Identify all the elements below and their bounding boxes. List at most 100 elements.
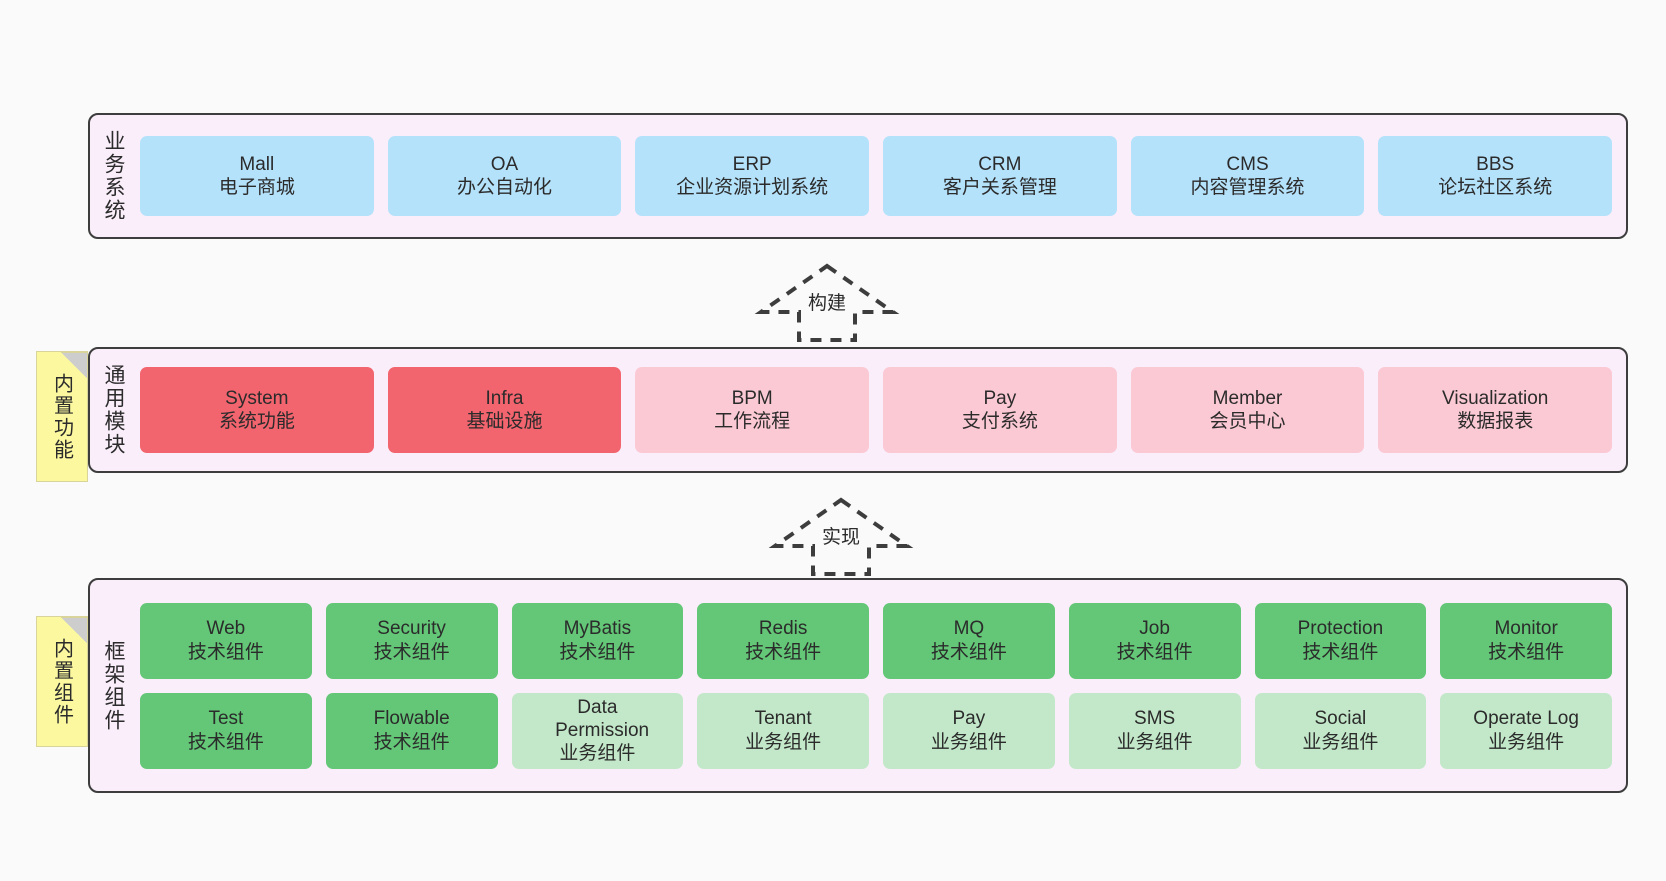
sticky-note-label: 内置功能 — [50, 372, 73, 461]
node-label-cn: 技术组件 — [745, 641, 822, 663]
node-label-cn: 会员中心 — [1209, 411, 1286, 432]
node-row: Test 技术组件 Flowable 技术组件 Data Permission … — [140, 692, 1612, 769]
node-label-en: Member — [1212, 387, 1283, 409]
node-label-en: SMS — [1134, 708, 1176, 730]
node-label-cn: 技术组件 — [559, 641, 636, 663]
node-test[interactable]: Test 技术组件 — [140, 692, 312, 769]
node-label-en: Monitor — [1494, 618, 1558, 640]
layer-business-system: 业务系统 Mall 电子商城 OA 办公自动化 ERP 企业资源计划系统 CRM… — [88, 113, 1628, 239]
node-protection[interactable]: Protection 技术组件 — [1254, 602, 1427, 679]
node-label-en: CMS — [1226, 153, 1269, 175]
node-label-cn: 客户关系管理 — [942, 177, 1057, 198]
node-label-en: System — [225, 387, 289, 409]
node-label-cn: 支付系统 — [961, 411, 1038, 432]
node-redis[interactable]: Redis 技术组件 — [697, 602, 869, 679]
node-data-permission[interactable]: Data Permission 业务组件 — [511, 692, 684, 769]
node-label-cn: 业务组件 — [930, 731, 1007, 753]
node-infra[interactable]: Infra 基础设施 — [387, 367, 622, 453]
node-bpm[interactable]: BPM 工作流程 — [635, 367, 870, 453]
node-label-cn: 业务组件 — [559, 743, 636, 765]
arrow-shape-icon — [768, 497, 914, 576]
node-label-cn: 业务组件 — [745, 731, 822, 753]
node-mall[interactable]: Mall 电子商城 — [140, 136, 374, 216]
node-label-en: Data Permission — [555, 696, 650, 741]
node-job[interactable]: Job 技术组件 — [1068, 602, 1241, 679]
node-bbs[interactable]: BBS 论坛社区系统 — [1378, 136, 1613, 216]
node-row: Mall 电子商城 OA 办公自动化 ERP 企业资源计划系统 CRM 客户关系… — [140, 136, 1613, 216]
node-system[interactable]: System 系统功能 — [140, 367, 374, 453]
sticky-note-builtin-function[interactable]: 内置功能 — [36, 351, 88, 482]
node-label-en: MyBatis — [563, 618, 632, 640]
node-mybatis[interactable]: MyBatis 技术组件 — [511, 602, 684, 679]
node-label-en: Protection — [1297, 618, 1384, 640]
node-label-en: CRM — [978, 153, 1022, 175]
node-label-en: BBS — [1476, 153, 1515, 175]
layer-body-common-module: System 系统功能 Infra 基础设施 BPM 工作流程 Pay 支付系统… — [136, 349, 1626, 471]
node-crm[interactable]: CRM 客户关系管理 — [883, 136, 1117, 216]
node-label-cn: 业务组件 — [1302, 731, 1379, 753]
node-label-en: Visualization — [1442, 387, 1549, 409]
node-label-en: Pay — [983, 387, 1017, 409]
node-label-en: Job — [1139, 618, 1170, 640]
node-label-cn: 论坛社区系统 — [1438, 177, 1553, 198]
node-label-cn: 技术组件 — [187, 731, 264, 753]
node-label-cn: 技术组件 — [373, 641, 450, 663]
node-label-cn: 工作流程 — [714, 411, 791, 432]
page-fold-icon — [61, 352, 87, 378]
node-label-en: Pay — [952, 708, 986, 730]
node-label-cn: 技术组件 — [187, 641, 264, 663]
node-label-en: MQ — [953, 618, 985, 640]
node-visualization[interactable]: Visualization 数据报表 — [1378, 367, 1613, 453]
node-label-cn: 业务组件 — [1116, 731, 1193, 753]
node-security[interactable]: Security 技术组件 — [325, 602, 498, 679]
sticky-note-builtin-component[interactable]: 内置组件 — [36, 616, 88, 747]
node-label-en: Test — [208, 708, 244, 730]
arrow-build: 构建 — [754, 262, 900, 342]
node-label-en: Web — [206, 618, 246, 640]
node-label-en: Social — [1314, 708, 1367, 730]
node-row: Web 技术组件 Security 技术组件 MyBatis 技术组件 Redi… — [140, 602, 1612, 679]
node-label-cn: 业务组件 — [1488, 731, 1565, 753]
node-label-cn: 基础设施 — [466, 411, 543, 432]
node-label-en: Tenant — [754, 708, 812, 730]
node-member[interactable]: Member 会员中心 — [1130, 367, 1365, 453]
node-flowable[interactable]: Flowable 技术组件 — [325, 692, 498, 769]
node-oa[interactable]: OA 办公自动化 — [387, 136, 622, 216]
node-label-en: ERP — [732, 153, 772, 175]
layer-common-module: 通用模块 System 系统功能 Infra 基础设施 BPM 工作流程 Pay… — [88, 347, 1628, 473]
node-label-cn: 内容管理系统 — [1190, 177, 1305, 198]
node-web[interactable]: Web 技术组件 — [140, 602, 312, 679]
node-row: System 系统功能 Infra 基础设施 BPM 工作流程 Pay 支付系统… — [140, 367, 1613, 453]
node-monitor[interactable]: Monitor 技术组件 — [1440, 602, 1612, 679]
node-tenant[interactable]: Tenant 业务组件 — [697, 692, 869, 769]
node-label-en: Redis — [758, 618, 808, 640]
layer-title-business-system: 业务系统 — [102, 130, 126, 222]
node-operate-log[interactable]: Operate Log 业务组件 — [1440, 692, 1612, 769]
node-label-en: Operate Log — [1473, 708, 1579, 730]
node-pay-module[interactable]: Pay 支付系统 — [883, 367, 1117, 453]
node-label-cn: 数据报表 — [1457, 411, 1534, 432]
node-sms[interactable]: SMS 业务组件 — [1068, 692, 1241, 769]
node-label-en: OA — [490, 153, 519, 175]
sticky-note-label: 内置组件 — [50, 637, 73, 726]
layer-title-common-module: 通用模块 — [102, 364, 126, 456]
node-mq[interactable]: MQ 技术组件 — [883, 602, 1055, 679]
node-pay-component[interactable]: Pay 业务组件 — [883, 692, 1055, 769]
arrow-shape-icon — [754, 263, 900, 342]
node-social[interactable]: Social 业务组件 — [1254, 692, 1427, 769]
node-cms[interactable]: CMS 内容管理系统 — [1130, 136, 1365, 216]
layer-body-business-system: Mall 电子商城 OA 办公自动化 ERP 企业资源计划系统 CRM 客户关系… — [136, 115, 1626, 237]
layer-title-framework-component: 框架组件 — [102, 639, 126, 732]
node-label-cn: 系统功能 — [218, 411, 295, 432]
node-label-cn: 技术组件 — [373, 731, 450, 753]
page-fold-icon — [61, 617, 87, 643]
arrow-implement: 实现 — [768, 496, 914, 576]
node-label-cn: 技术组件 — [1116, 641, 1193, 663]
node-erp[interactable]: ERP 企业资源计划系统 — [635, 136, 870, 216]
node-label-cn: 企业资源计划系统 — [676, 177, 829, 198]
node-label-en: Mall — [239, 153, 275, 175]
node-label-cn: 技术组件 — [1488, 641, 1565, 663]
node-label-cn: 办公自动化 — [457, 177, 553, 198]
node-label-cn: 电子商城 — [218, 177, 295, 198]
